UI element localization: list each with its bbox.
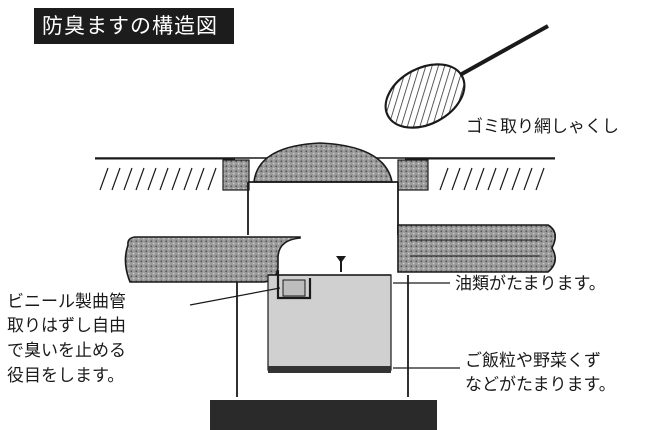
leader-pipe [189, 287, 281, 306]
diagram-title: 防臭ますの構造図 [42, 14, 218, 38]
sludge-layer [268, 366, 391, 373]
outlet-pipe [397, 224, 556, 273]
label-pipe-line-2: 取りはずし自由 [7, 316, 126, 336]
label-sediment-line-2: などがたまります。 [465, 375, 616, 395]
mortar-block-right [397, 159, 429, 191]
label-pipe-line-3: で臭いを止める [7, 341, 126, 361]
label-pipe-line-1: ビニール製曲管 [7, 292, 126, 312]
label-scoop: ゴミ取り網しゃくし [466, 117, 619, 137]
mortar-block-left [222, 159, 250, 191]
label-oil: 油類がたまります。 [455, 274, 606, 294]
inlet-pipe [124, 236, 301, 283]
trap-opening [282, 279, 306, 297]
water-level-marker [336, 256, 346, 272]
base-slab [210, 400, 437, 430]
label-sediment-line-1: ご飯粒や野菜くず [465, 351, 601, 371]
scoop-icon [384, 24, 549, 129]
title-box: 防臭ますの構造図 [34, 8, 234, 44]
vinyl-bent-pipe [276, 270, 312, 300]
label-pipe-line-4: 役目をします。 [7, 366, 125, 386]
basin-lid [253, 142, 393, 183]
